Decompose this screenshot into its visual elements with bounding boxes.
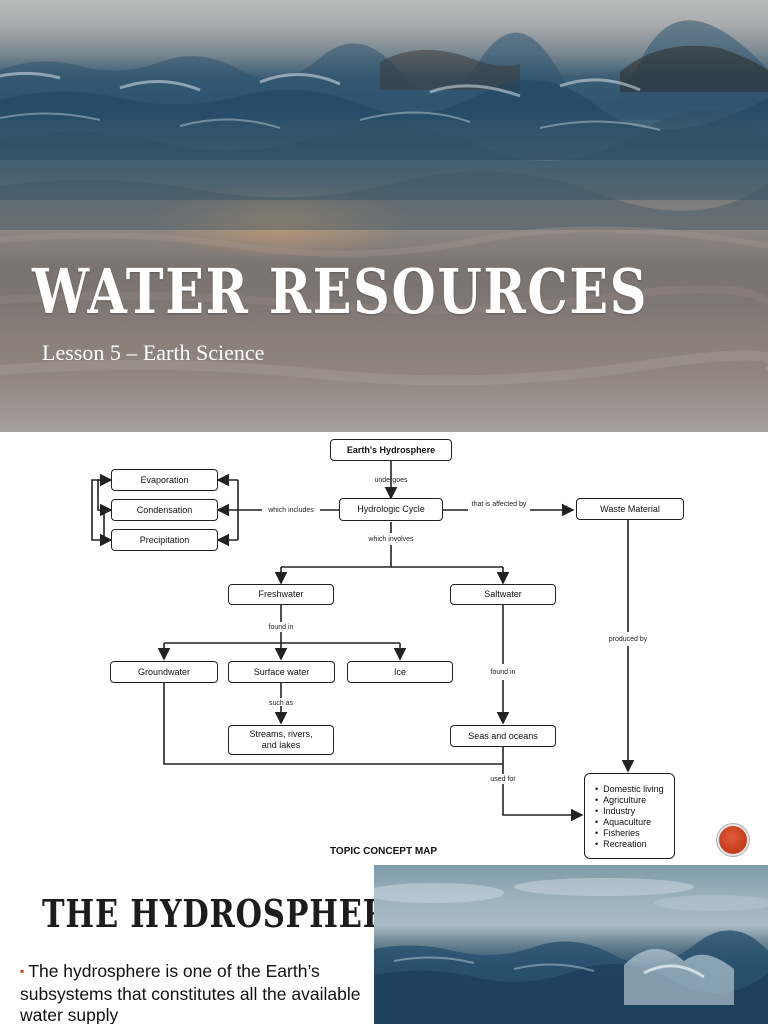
ocean-photo-art [374,878,768,1024]
node-ice: Ice [347,661,453,683]
link-label-found-in-fresh: found in [268,624,294,631]
hydrosphere-title: THE HYDROSPHERE [42,891,413,936]
node-waste-material: Waste Material [576,498,684,520]
node-freshwater: Freshwater [228,584,334,605]
uses-list-item: Industry [595,806,674,817]
node-earths-hydrosphere: Earth's Hydrosphere [330,439,452,461]
hydrosphere-bullet-text: The hydrosphere is one of the Earth’s su… [20,961,361,1024]
link-label-such-as: such as [268,700,294,707]
presentation-title: WATER RESOURCES [32,255,649,328]
connector-groundwater-used [163,683,503,765]
link-label-used-for: used for [490,776,516,783]
concept-map-caption: TOPIC CONCEPT MAP [330,846,438,857]
hydrosphere-bullet: ▪The hydrosphere is one of the Earth’s s… [20,961,375,1024]
link-label-found-in-salt: found in [490,669,516,676]
link-label-affected-by: that is affected by [471,501,527,508]
square-bullet-icon: ▪ [20,964,25,978]
uses-list-item: Aquaculture [595,817,674,828]
cycle-loop-inner-up [97,473,113,511]
node-surface-water: Surface water [228,661,335,683]
node-groundwater: Groundwater [110,661,218,683]
node-precipitation: Precipitation [111,529,218,551]
uses-list-item: Fisheries [595,828,674,839]
slide-decoration-circle-icon [719,826,747,854]
node-condensation: Condensation [111,499,218,521]
uses-list-box: Domestic living Agriculture Industry Aqu… [584,773,675,859]
cycle-loop-inner-mid [99,503,113,541]
node-seas-and-oceans: Seas and oceans [450,725,556,747]
ocean-photo [374,865,768,1024]
hydrosphere-slide: THE HYDROSPHERE ▪The hydrosphere is one … [0,865,768,1024]
node-saltwater: Saltwater [450,584,556,605]
link-label-which-includes: which includes [268,507,314,514]
concept-map-slide: Earth's Hydrosphere Hydrologic Cycle Eva… [0,432,768,865]
uses-list-item: Domestic living [595,784,674,795]
ocean-waves-image [0,20,768,386]
uses-list-item: Recreation [595,839,674,850]
title-slide: WATER RESOURCES Lesson 5 – Earth Science [0,0,768,432]
node-evaporation: Evaporation [111,469,218,491]
link-label-which-involves: which involves [368,536,414,543]
node-hydrologic-cycle: Hydrologic Cycle [339,498,443,521]
concept-map-connectors [91,461,635,822]
connector-used-for [502,784,584,822]
presentation-subtitle: Lesson 5 – Earth Science [42,340,265,365]
uses-list: Domestic living Agriculture Industry Aqu… [595,784,674,850]
link-label-produced-by: produced by [608,636,648,643]
node-streams-rivers-lakes: Streams, rivers, and lakes [228,725,334,755]
uses-list-item: Agriculture [595,795,674,806]
link-label-undergoes: undergoes [374,477,408,484]
